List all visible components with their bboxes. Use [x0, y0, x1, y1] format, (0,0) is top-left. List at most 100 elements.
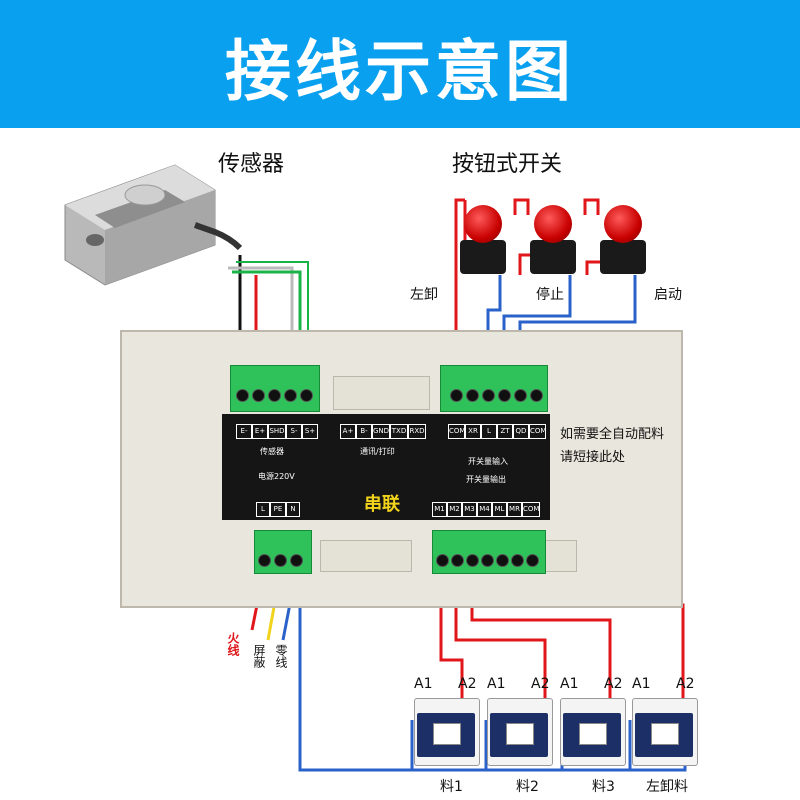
- contactor-left-unload: [632, 698, 698, 766]
- terminal-label: RXD: [408, 424, 426, 439]
- terminal-label: TXD: [390, 424, 408, 439]
- terminal-label: S+: [302, 424, 318, 439]
- screw-icon: [274, 554, 287, 567]
- terminal-label: B-: [356, 424, 372, 439]
- terminal-label: COM: [522, 502, 540, 517]
- sensor-terminal-block: [230, 365, 320, 412]
- output-terminal-block: [432, 530, 546, 574]
- screw-icon: [450, 389, 463, 402]
- terminal-label: M3: [462, 502, 477, 517]
- panel-window-top: [333, 376, 430, 410]
- screw-icon: [481, 554, 494, 567]
- terminal-label: N: [286, 502, 300, 517]
- terminal-label: A+: [340, 424, 356, 439]
- start-button-base: [600, 240, 646, 274]
- contactor-a1-label: A1: [560, 676, 579, 692]
- contactor-material1: [414, 698, 480, 766]
- shield-label: 屏蔽: [252, 644, 266, 668]
- input-terminal-block: [440, 365, 548, 412]
- output-caption: 开关量输出: [466, 475, 506, 484]
- left-unload-material-label: 左卸料: [646, 779, 688, 795]
- contactor-a1-label: A1: [487, 676, 506, 692]
- panel-window-bottom-right: [545, 540, 577, 572]
- button-switch-label: 按钮式开关: [452, 152, 563, 177]
- series-label: 串联: [364, 494, 400, 515]
- contactor-window: [506, 723, 534, 745]
- left-unload-button-base: [460, 240, 506, 274]
- terminal-label: M4: [477, 502, 492, 517]
- load-cell-sensor-icon: [64, 164, 243, 286]
- screw-icon: [482, 389, 495, 402]
- screw-icon: [466, 554, 479, 567]
- start-label: 启动: [654, 287, 682, 303]
- input-terminal-caption: 开关量输入: [468, 457, 508, 466]
- screw-icon: [268, 389, 281, 402]
- screw-icon: [300, 389, 313, 402]
- comm-terminal-caption: 通讯/打印: [360, 447, 395, 456]
- contactor-a1-label: A1: [414, 676, 433, 692]
- title-banner: 接线示意图: [0, 0, 800, 128]
- material2-label: 料2: [516, 779, 539, 795]
- terminal-label: E-: [236, 424, 252, 439]
- terminal-label-plate: E- E+ SHD S- S+ 传感器 A+ B- GND TXD RXD 通讯…: [222, 414, 550, 520]
- terminal-label: GND: [372, 424, 390, 439]
- contactor-a2-label: A2: [604, 676, 623, 692]
- terminal-label: L: [481, 424, 497, 439]
- short-circuit-note: 请短接此处: [560, 450, 626, 465]
- contactor-material2: [487, 698, 553, 766]
- screw-icon: [258, 554, 271, 567]
- contactor-window: [579, 723, 607, 745]
- terminal-label: ML: [492, 502, 507, 517]
- material3-label: 料3: [592, 779, 615, 795]
- screw-icon: [236, 389, 249, 402]
- contactor-window: [651, 723, 679, 745]
- contactor-window: [433, 723, 461, 745]
- terminal-label: MR: [507, 502, 522, 517]
- left-unload-label: 左卸: [410, 287, 438, 303]
- neutral-wire-label: 零线: [274, 644, 288, 668]
- terminal-label: ZT: [497, 424, 513, 439]
- material1-label: 料1: [440, 779, 463, 795]
- stop-label: 停止: [536, 287, 564, 303]
- panel-window-bottom-left: [320, 540, 412, 572]
- screw-icon: [511, 554, 524, 567]
- terminal-label: QD: [513, 424, 529, 439]
- screw-icon: [526, 554, 539, 567]
- screw-icon: [496, 554, 509, 567]
- auto-batching-note: 如需要全自动配料: [560, 427, 665, 442]
- terminal-label: E+: [252, 424, 268, 439]
- screw-icon: [451, 554, 464, 567]
- terminal-label: XR: [465, 424, 481, 439]
- terminal-label: M1: [432, 502, 447, 517]
- screw-icon: [252, 389, 265, 402]
- terminal-label: COM: [448, 424, 465, 439]
- screw-icon: [436, 554, 449, 567]
- screw-icon: [530, 389, 543, 402]
- screw-icon: [284, 389, 297, 402]
- contactor-a2-label: A2: [531, 676, 550, 692]
- page-title: 接线示意图: [225, 33, 575, 110]
- sensor-terminal-caption: 传感器: [260, 447, 284, 456]
- stop-button[interactable]: [534, 205, 572, 243]
- screw-icon: [498, 389, 511, 402]
- start-button[interactable]: [604, 205, 642, 243]
- contactor-a2-label: A2: [676, 676, 695, 692]
- screw-icon: [466, 389, 479, 402]
- screw-icon: [290, 554, 303, 567]
- contactor-a1-label: A1: [632, 676, 651, 692]
- sensor-label: 传感器: [218, 152, 285, 177]
- terminal-label: COM: [529, 424, 546, 439]
- power-caption: 电源220V: [258, 472, 295, 481]
- power-terminal-block: [254, 530, 312, 574]
- terminal-label: M2: [447, 502, 462, 517]
- terminal-label: S-: [286, 424, 302, 439]
- contactor-material3: [560, 698, 626, 766]
- screw-icon: [514, 389, 527, 402]
- stop-button-base: [530, 240, 576, 274]
- terminal-label: SHD: [268, 424, 286, 439]
- left-unload-button[interactable]: [464, 205, 502, 243]
- contactor-a2-label: A2: [458, 676, 477, 692]
- terminal-label: PE: [270, 502, 286, 517]
- live-wire-label: 火线: [226, 632, 240, 656]
- terminal-label: L: [256, 502, 270, 517]
